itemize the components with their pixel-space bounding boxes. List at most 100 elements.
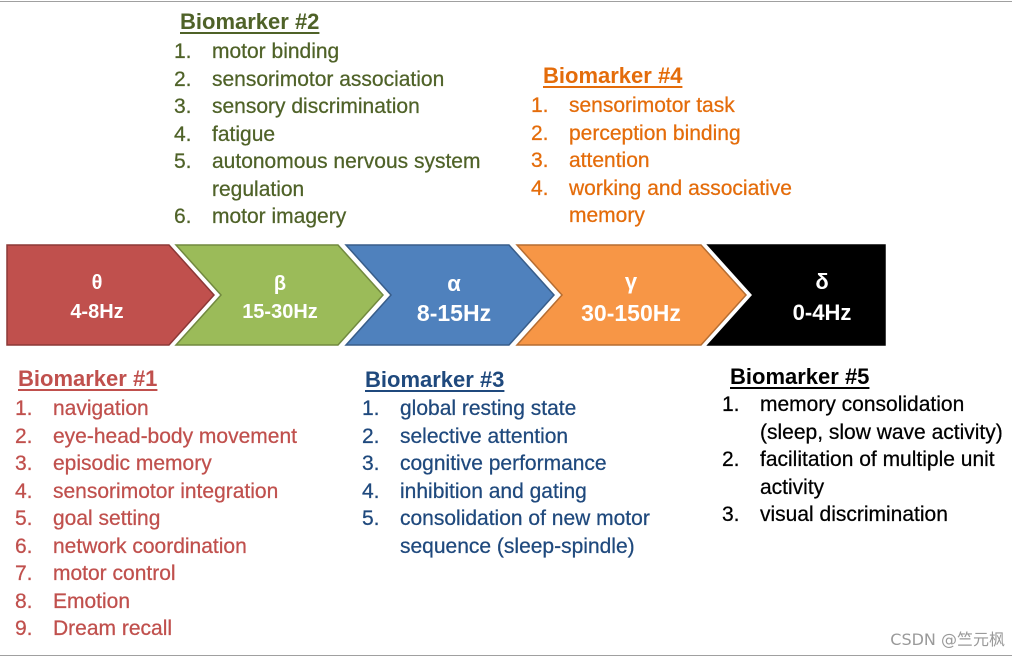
band-gamma-symbol: γ — [625, 269, 638, 294]
item-text-line: attention — [569, 149, 650, 172]
item-number: 9. — [15, 617, 33, 640]
bottom-border-line — [0, 655, 1012, 656]
item-text: network coordination — [53, 533, 247, 561]
item-number: 5. — [362, 507, 380, 530]
item-number: 1. — [722, 393, 740, 416]
item-text-line: fatigue — [212, 122, 276, 146]
list-item: 5. autonomous nervous system regulation — [174, 148, 481, 203]
item-number: 7. — [15, 562, 33, 585]
list-item: 3. sensory discrimination — [174, 93, 480, 121]
item-text: selective attention — [400, 423, 568, 451]
band-theta-range: 4-8Hz — [70, 301, 123, 323]
item-text-line: cognitive performance — [400, 452, 607, 475]
item-text: global resting state — [400, 395, 577, 423]
item-text-line: episodic memory — [53, 452, 212, 475]
item-number: 1. — [15, 397, 33, 420]
item-text: cognitive performance — [400, 450, 607, 478]
item-text: navigation — [53, 395, 149, 423]
item-number: 6. — [174, 205, 192, 228]
item-text-line: eye-head-body movement — [53, 424, 297, 448]
list-item: 1. memory consolidation (sleep, slow wav… — [722, 391, 1003, 446]
list-item: 4. sensorimotor integration — [15, 478, 297, 506]
biomarker-5-list: 1. memory consolidation (sleep, slow wav… — [722, 391, 1003, 529]
item-text: inhibition and gating — [400, 478, 587, 506]
list-item: 8. Emotion — [15, 588, 297, 616]
list-item: 5. consolidation of new motor sequence (… — [362, 505, 650, 560]
item-number: 2. — [174, 67, 192, 91]
list-item: 1. sensorimotor task — [531, 92, 792, 120]
item-text: sensorimotor integration — [53, 478, 279, 506]
item-text: motor imagery — [212, 203, 346, 231]
biomarker-2-title: Biomarker #2 — [180, 9, 320, 34]
item-text: goal setting — [53, 505, 161, 533]
item-number: 4. — [362, 479, 380, 503]
item-text: Emotion — [53, 588, 130, 616]
list-item: 9. Dream recall — [15, 615, 297, 643]
biomarker-1-list: 1. navigation 2. eye-head-body movement … — [15, 395, 297, 643]
list-item: 2. selective attention — [362, 423, 650, 451]
item-text: attention — [569, 147, 650, 175]
item-text-line: sensorimotor association — [212, 67, 445, 91]
item-text: episodic memory — [53, 450, 212, 478]
item-text-line: Dream recall — [53, 617, 173, 640]
item-number: 2. — [15, 424, 33, 448]
list-item: 1. motor binding — [174, 38, 480, 66]
item-text-line: global resting state — [400, 397, 577, 420]
item-text: motor binding — [212, 38, 340, 66]
biomarker-5-title: Biomarker #5 — [730, 364, 870, 389]
band-theta-symbol: θ — [92, 272, 103, 294]
band-beta-symbol: β — [274, 273, 286, 295]
biomarker-2-list: 1. motor binding 2. sensorimotor associa… — [174, 38, 481, 231]
item-number: 5. — [174, 150, 192, 173]
item-text: sensorimotor task — [569, 92, 735, 120]
item-text: working and associative memory — [569, 175, 792, 230]
item-text-line: sequence (sleep-spindle) — [400, 534, 635, 558]
band-delta-symbol: δ — [815, 269, 828, 294]
band-alpha-arrow — [344, 244, 556, 346]
item-text-line: motor control — [53, 562, 176, 585]
list-item: 2. sensorimotor association — [174, 66, 480, 94]
band-beta-range: 15-30Hz — [242, 301, 318, 323]
list-item: 4. working and associative memory — [531, 175, 792, 230]
band-delta-arrow — [706, 244, 886, 346]
list-item: 3. visual discrimination — [722, 501, 1003, 529]
band-theta-arrow — [6, 244, 216, 346]
band-beta-arrow — [174, 244, 385, 346]
item-number: 3. — [15, 452, 33, 475]
list-item: 5. goal setting — [15, 505, 297, 533]
biomarker-1-title: Biomarker #1 — [18, 366, 158, 391]
list-item: 4. fatigue — [174, 121, 480, 149]
item-text-line: Emotion — [53, 589, 131, 613]
top-border-line — [0, 1, 1012, 2]
list-item: 7. motor control — [15, 560, 297, 588]
item-text-line: goal setting — [53, 507, 161, 530]
item-text: eye-head-body movement — [53, 423, 297, 451]
item-text-line: sensorimotor integration — [53, 479, 279, 503]
list-item: 4. inhibition and gating — [362, 478, 650, 506]
item-text-line: memory — [569, 204, 645, 227]
item-number: 2. — [722, 448, 740, 471]
item-number: 1. — [174, 40, 192, 63]
item-text-line: sensorimotor task — [569, 94, 735, 117]
biomarker-3-title: Biomarker #3 — [365, 367, 505, 392]
item-text: sensory discrimination — [212, 93, 420, 121]
item-number: 6. — [15, 534, 33, 558]
item-text: perception binding — [569, 120, 741, 148]
list-item: 2. eye-head-body movement — [15, 423, 297, 451]
item-text: visual discrimination — [760, 501, 948, 529]
item-text-line: inhibition and gating — [400, 479, 587, 503]
item-text-line: (sleep, slow wave activity) — [760, 420, 1003, 444]
item-text: facilitation of multiple unit activity — [760, 446, 995, 501]
list-item: 6. motor imagery — [174, 203, 480, 231]
item-text: Dream recall — [53, 615, 172, 643]
item-number: 3. — [174, 95, 192, 118]
item-number: 1. — [531, 94, 549, 117]
item-text: consolidation of new motor sequence (sle… — [400, 505, 650, 560]
item-text-line: regulation — [212, 177, 305, 201]
item-text-line: perception binding — [569, 121, 741, 145]
item-text-line: consolidation of new motor — [400, 507, 650, 530]
item-number: 3. — [362, 452, 380, 475]
band-alpha-range: 8-15Hz — [417, 300, 491, 326]
